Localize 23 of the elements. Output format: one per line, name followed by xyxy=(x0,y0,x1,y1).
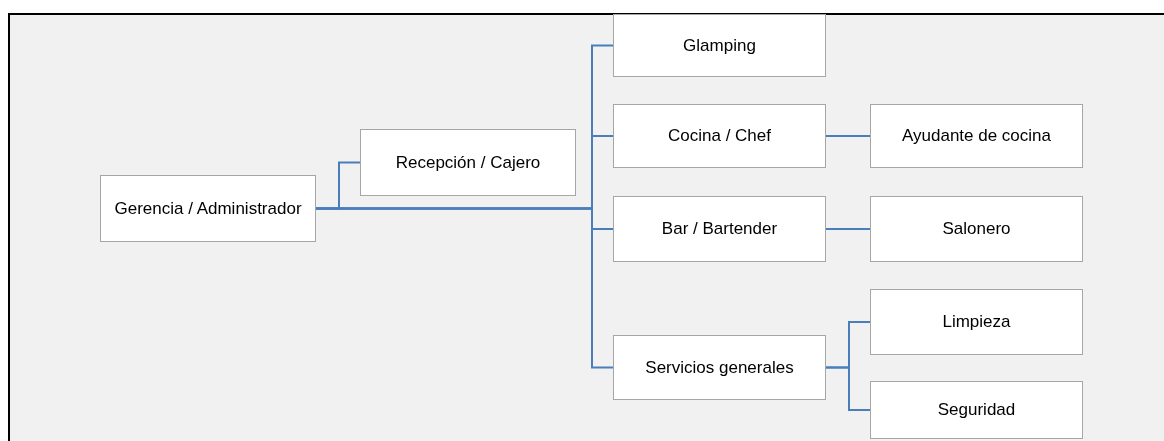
box-label: Glamping xyxy=(683,35,756,56)
box-label: Servicios generales xyxy=(645,357,794,378)
org-box xyxy=(613,14,826,77)
org-box xyxy=(613,335,826,400)
connector-line xyxy=(825,228,871,230)
box-label: Salonero xyxy=(942,219,1011,239)
org-box xyxy=(870,381,1083,439)
box-label: Recepción / Cajero xyxy=(395,152,541,173)
connector-line xyxy=(825,366,871,411)
org-box xyxy=(360,129,576,196)
box-label: Bar / Bartender xyxy=(661,219,778,239)
org-box xyxy=(870,104,1083,168)
org-box xyxy=(613,104,826,168)
box-label: Limpieza xyxy=(942,312,1011,332)
org-box xyxy=(100,175,316,242)
org-box xyxy=(613,196,826,262)
box-label: Gerencia / Administrador xyxy=(114,198,302,219)
connector-line xyxy=(825,135,871,137)
box-label: Ayudante de cocina xyxy=(902,126,1051,146)
org-box xyxy=(870,289,1083,355)
box-label: Seguridad xyxy=(937,400,1016,420)
box-label: Cocina / Chef xyxy=(668,126,771,146)
org-box xyxy=(870,196,1083,262)
